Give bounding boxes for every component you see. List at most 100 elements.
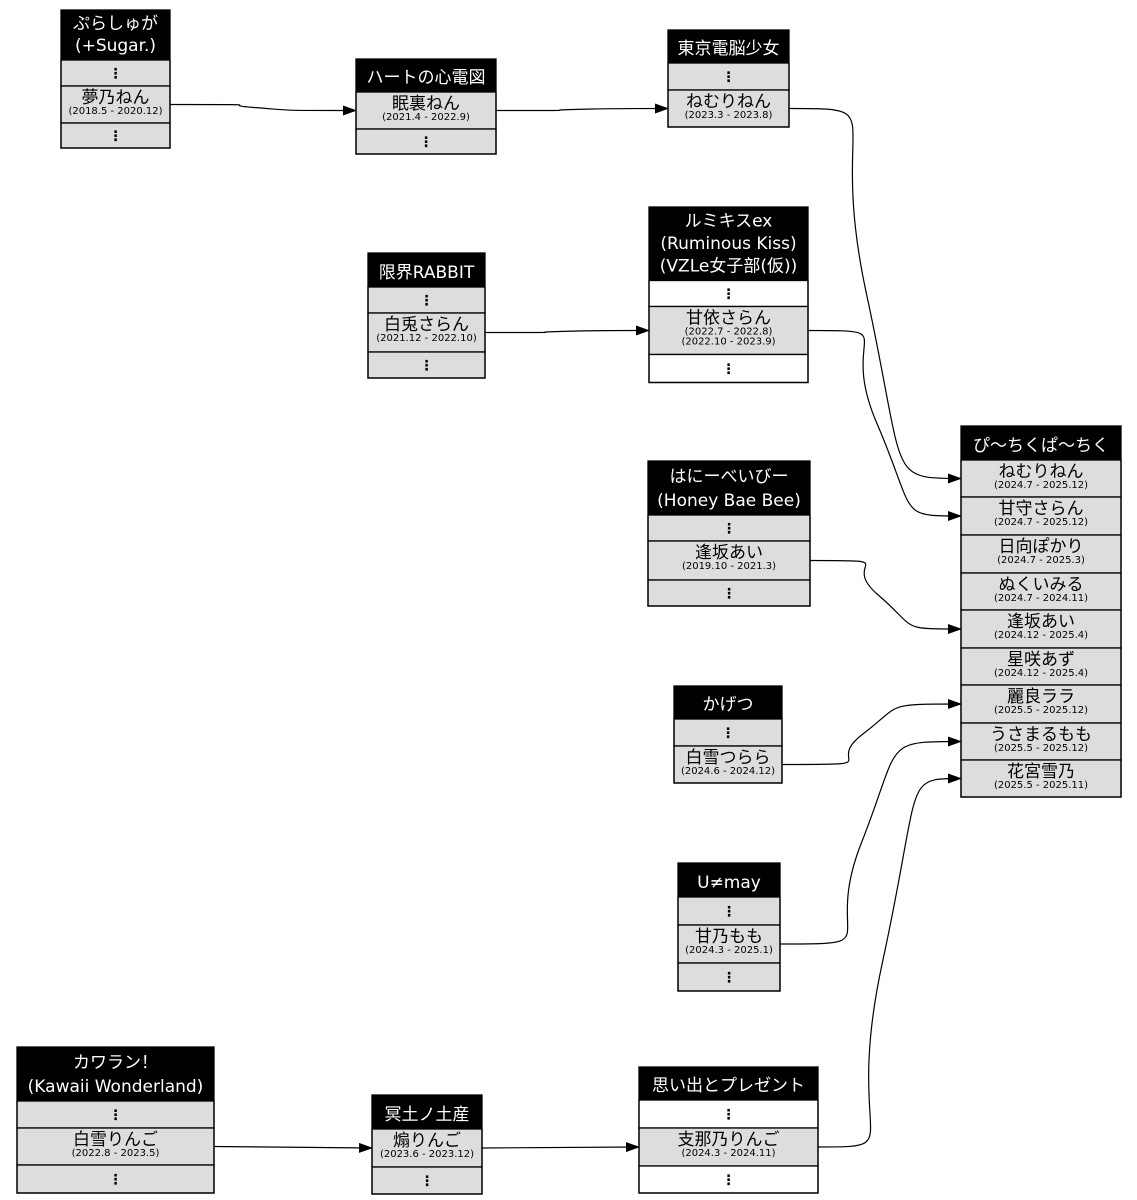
- member-row[interactable]: 麗良ララ(2025.5 - 2025.12): [960, 684, 1122, 724]
- group-border: [371, 1094, 483, 1195]
- ellipsis-icon: ⋮: [722, 362, 736, 378]
- group-header: [368, 253, 485, 287]
- member-period: (2022.7 - 2022.8): [685, 327, 773, 338]
- group-title-line: カワラン！: [73, 1053, 158, 1073]
- group-node-purashuga[interactable]: ぷらしゅが(+Sugar.)⋮夢乃ねん(2018.5 - 2020.12)⋮: [60, 9, 171, 149]
- group-title-line: ルミキスex: [685, 212, 773, 232]
- group-header: [61, 10, 170, 60]
- member-row[interactable]: 甘依さらん(2022.7 - 2022.8)(2022.10 - 2023.9): [648, 305, 809, 356]
- placeholder-cell: [60, 59, 171, 87]
- transfer-edge-omoide-shinano-to-p-hanamiya: [817, 773, 962, 1148]
- group-title-line: (Kawaii Wonderland): [28, 1077, 204, 1097]
- member-row[interactable]: 支那乃りんご(2024.3 - 2024.11): [638, 1127, 819, 1167]
- group-title-line: はにーべいびー: [670, 467, 789, 487]
- member-row[interactable]: 眠裏ねん(2021.4 - 2022.9): [355, 91, 497, 130]
- placeholder-row: ⋮: [16, 1164, 215, 1194]
- member-name: 支那乃りんご: [678, 1130, 780, 1150]
- group-node-genkai[interactable]: 限界RABBIT⋮白兎さらん(2021.12 - 2022.10)⋮: [367, 252, 486, 379]
- member-period: (2018.5 - 2020.12): [68, 106, 162, 117]
- member-row[interactable]: 白雪つらら(2024.6 - 2024.12): [673, 745, 783, 784]
- placeholder-cell: [638, 1165, 819, 1194]
- member-row[interactable]: 甘守さらん(2024.7 - 2025.12): [960, 496, 1122, 536]
- group-title-line: U≠may: [697, 873, 761, 893]
- ellipsis-icon: ⋮: [722, 1107, 736, 1123]
- member-row[interactable]: ねむりねん(2024.7 - 2025.12): [960, 459, 1122, 498]
- group-header: [678, 863, 780, 897]
- placeholder-cell: [60, 122, 171, 149]
- group-border: [667, 29, 790, 128]
- ellipsis-icon: ⋮: [722, 970, 736, 986]
- transfer-edge-rumikis-amae-to-p-amamori: [807, 329, 962, 521]
- group-node-omoide[interactable]: 思い出とプレゼント⋮支那乃りんご(2024.3 - 2024.11)⋮: [638, 1066, 819, 1194]
- transfer-edge-tokyo-nemuri-to-p-nemuri: [788, 107, 962, 484]
- member-row[interactable]: 星咲あず(2024.12 - 2025.4): [960, 647, 1122, 686]
- member-name: ぬくいみる: [999, 575, 1084, 595]
- member-row[interactable]: 逢坂あい(2024.12 - 2025.4): [960, 609, 1122, 649]
- member-row[interactable]: ねむりねん(2023.3 - 2023.8): [667, 89, 790, 128]
- placeholder-row: ⋮: [60, 122, 171, 149]
- member-period: (2022.10 - 2023.9): [681, 337, 775, 348]
- ellipsis-icon: ⋮: [419, 135, 433, 151]
- member-period: (2021.12 - 2022.10): [376, 333, 477, 344]
- group-title-line: (VZLe女子部(仮)): [660, 257, 797, 277]
- group-node-kagetsu[interactable]: かげつ⋮白雪つらら(2024.6 - 2024.12): [673, 685, 783, 784]
- member-row[interactable]: ぬくいみる(2024.7 - 2024.11): [960, 572, 1122, 611]
- nodes-layer: ぷらしゅが(+Sugar.)⋮夢乃ねん(2018.5 - 2020.12)⋮ハー…: [16, 9, 1122, 1195]
- member-name: 甘守さらん: [999, 499, 1084, 519]
- group-title-line: ハートの心電図: [367, 68, 486, 88]
- member-period: (2021.4 - 2022.9): [382, 112, 470, 123]
- group-node-honey[interactable]: はにーべいびー (Honey Bae Bee) ⋮ 逢坂あい(2019.10 - 20…: [647, 460, 811, 607]
- placeholder-row: ⋮: [638, 1165, 819, 1194]
- ellipsis-icon: ⋮: [722, 70, 736, 86]
- group-header: [961, 426, 1121, 460]
- group-border: [960, 425, 1122, 798]
- group-node-umay[interactable]: U≠may ⋮ 甘乃もも(2024.3 - 2025.1) ⋮: [677, 862, 781, 992]
- member-row[interactable]: 白雪りんご(2022.8 - 2023.5): [16, 1127, 215, 1166]
- ellipsis-icon: ⋮: [722, 904, 736, 920]
- group-header: [372, 1095, 482, 1129]
- member-cell: [960, 572, 1122, 611]
- transfer-edge-heart-nemuri-to-tokyo-nemuri: [495, 103, 669, 114]
- transfer-edge-kagetsu-shirayuki-to-p-reira: [781, 699, 962, 766]
- member-row[interactable]: うさまるもも(2025.5 - 2025.12): [960, 722, 1122, 761]
- member-period: (2024.7 - 2025.12): [994, 517, 1088, 528]
- member-name: うさまるもも: [990, 725, 1092, 745]
- member-row[interactable]: 甘乃もも(2024.3 - 2025.1): [677, 924, 781, 964]
- member-row[interactable]: 逢坂あい(2019.10 - 2021.3): [647, 540, 811, 581]
- member-name: 日向ぽかり: [999, 537, 1084, 557]
- placeholder-row: ⋮: [673, 718, 783, 747]
- member-row[interactable]: 花宮雪乃(2025.5 - 2025.11): [960, 759, 1122, 798]
- transfer-edge-purashuga-yumeno-to-heart-nemuri: [169, 103, 357, 116]
- member-period: (2024.7 - 2025.12): [994, 480, 1088, 491]
- group-node-rumikis[interactable]: ルミキスex(Ruminous Kiss) (VZLe女子部(仮)) ⋮ 甘依さらん(…: [648, 206, 809, 384]
- member-name: 麗良ララ: [1007, 687, 1075, 707]
- placeholder-row: ⋮: [355, 128, 497, 155]
- group-header: [668, 30, 789, 63]
- member-cell: [960, 722, 1122, 761]
- edges-layer: [169, 103, 962, 1153]
- member-cell: [60, 85, 171, 124]
- member-row[interactable]: 夢乃ねん(2018.5 - 2020.12): [60, 85, 171, 124]
- ellipsis-icon: ⋮: [109, 1108, 123, 1124]
- group-title-line: 限界RABBIT: [379, 263, 475, 283]
- placeholder-row: ⋮: [367, 286, 486, 314]
- transfer-edge-meido-aori-to-omoide-shinano: [481, 1142, 640, 1153]
- member-row[interactable]: 白兎さらん(2021.12 - 2022.10): [367, 312, 486, 353]
- member-cell: [638, 1127, 819, 1167]
- member-row[interactable]: 煽りんご(2023.6 - 2023.12): [371, 1128, 483, 1168]
- transfer-edge-umay-amano-to-p-usamaru: [779, 736, 962, 945]
- placeholder-row: ⋮: [371, 1166, 483, 1195]
- member-row[interactable]: 日向ぽかり(2024.7 - 2025.3): [960, 534, 1122, 574]
- ellipsis-icon: ⋮: [722, 521, 736, 537]
- member-period: (2022.8 - 2023.5): [72, 1148, 160, 1159]
- group-node-kawaran[interactable]: カワラン！(Kawaii Wonderland)⋮白雪りんご(2022.8 - …: [16, 1046, 215, 1194]
- group-title-line: (Ruminous Kiss): [660, 234, 796, 254]
- group-title-line: (Honey Bae Bee): [657, 491, 801, 511]
- member-period: (2023.3 - 2023.8): [685, 110, 773, 121]
- member-name: 煽りんご: [393, 1131, 461, 1151]
- group-node-tokyo[interactable]: 東京電脳少女⋮ねむりねん(2023.3 - 2023.8): [667, 29, 790, 128]
